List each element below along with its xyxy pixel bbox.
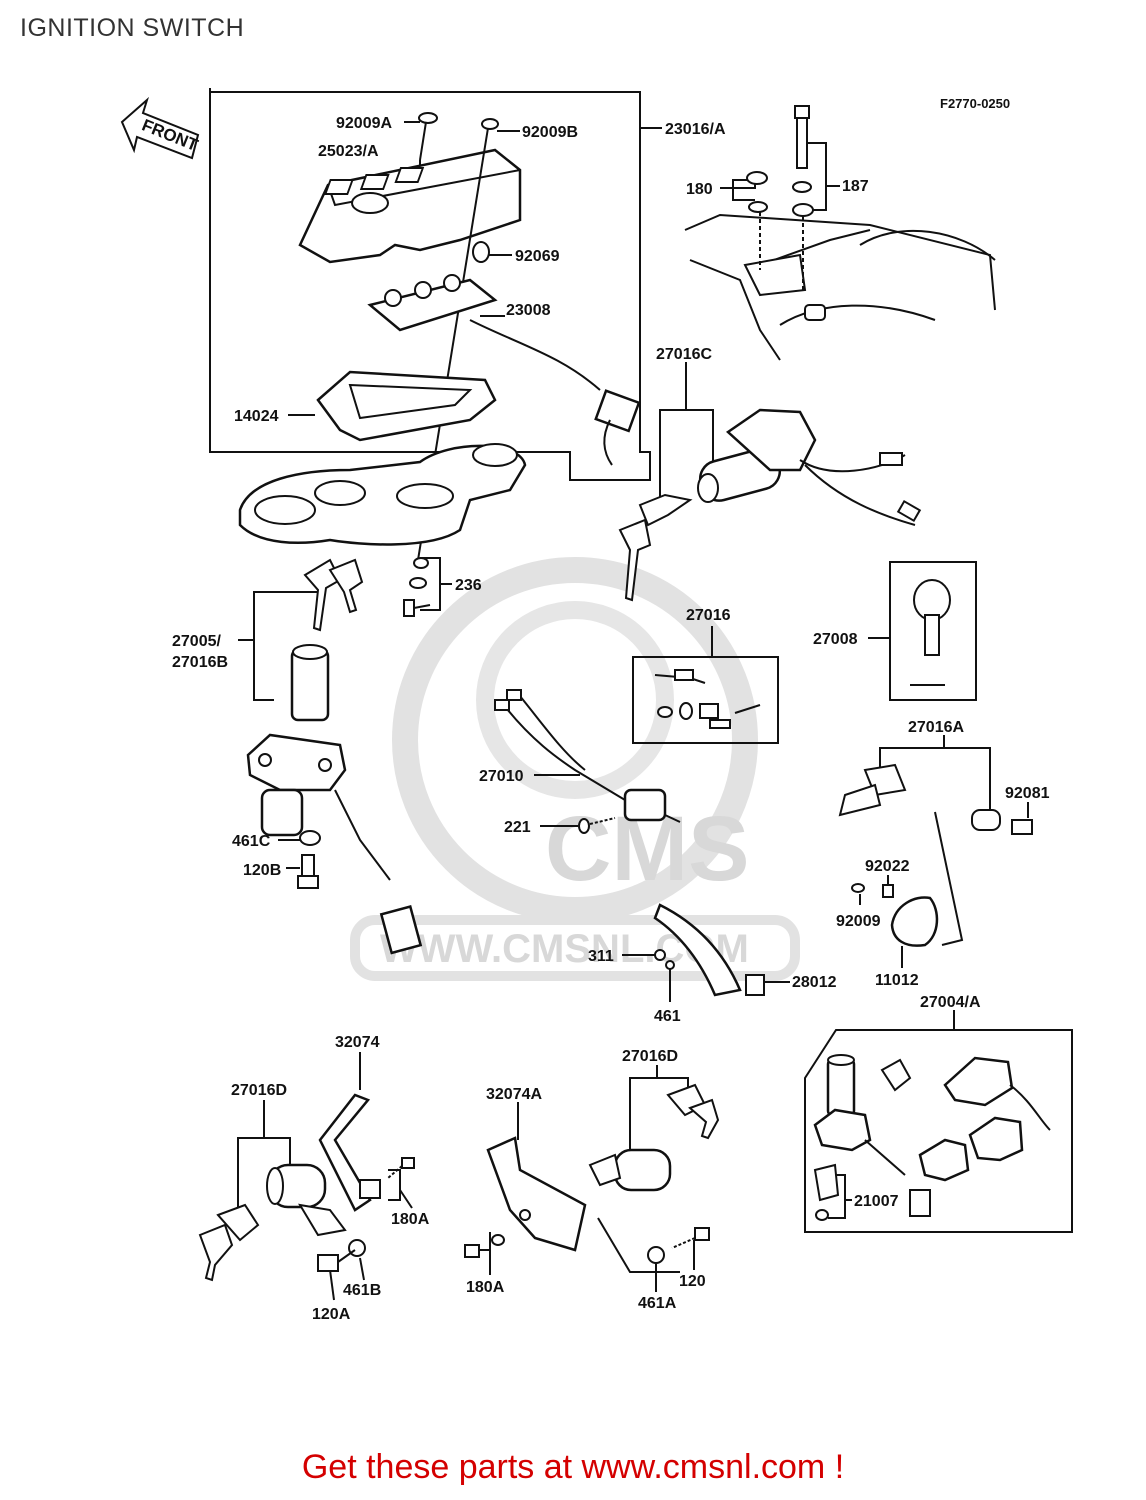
indicator-board-23008 [367,274,641,466]
screw-92009 [851,883,865,893]
cover-25023a [298,148,522,264]
callout-92009: 92009 [836,913,881,930]
washer-92022 [882,884,894,898]
callout-187: 187 [842,178,869,195]
ignition-switch-27005 [246,644,423,955]
keys-27005 [303,558,364,632]
callout-11012: 11012 [875,972,919,989]
screw-92009a [418,112,438,161]
callout-14024: 14024 [234,408,279,425]
bolt-180a-mid [464,1234,505,1258]
footer-promo-text: Get these parts at www.cmsnl.com ! [301,1448,845,1486]
keys-27016d-left [198,1203,260,1282]
callout-27016c: 27016C [656,346,712,363]
callout-236: 236 [455,577,482,594]
exploded-parts-drawing: CMS WWW.CMSNL.COM FRONT F2770-0250 [120,88,1073,1323]
callout-27004a: 27004/A [920,994,981,1011]
helmet-lock-mid [588,1148,672,1192]
callout-180: 180 [686,181,713,198]
bolt-180a-left [387,1157,415,1179]
callout-92081: 92081 [1005,785,1050,802]
callout-92009b: 92009B [522,124,578,141]
callout-27016: 27016 [686,607,731,624]
callout-461c: 461C [232,833,271,850]
washer-461 [665,960,675,970]
washer-461a [647,1246,665,1264]
callout-25023a: 25023/A [318,143,379,160]
page-title: IGNITION SWITCH [20,14,245,42]
key-27008 [910,579,951,686]
figure-code: F2770-0250 [940,96,1010,111]
callout-311: 311 [588,948,614,965]
callout-23008: 23008 [506,302,551,319]
lock-set-27004a [813,1054,1051,1221]
front-arrow: FRONT [120,96,201,160]
callout-32074a: 32074A [486,1086,542,1103]
cms-watermark: CMS WWW.CMSNL.COM [350,557,800,981]
helmet-lock-left [266,1163,347,1237]
screw-221 [578,817,616,834]
clip-28012 [745,974,765,996]
bolt-120a [317,1249,356,1272]
callout-180a-mid: 180A [466,1279,505,1296]
bolt-120b [297,854,319,889]
bolt-120 [671,1227,710,1249]
key-set-27016 [654,669,761,729]
spring-92081 [1011,819,1033,835]
bolt-187 [792,105,814,290]
keys-27016c [618,493,693,602]
callout-180a-left: 180A [391,1211,430,1228]
callout-461a: 461A [638,1295,677,1312]
callout-461b: 461B [343,1282,381,1299]
callout-461: 461 [654,1008,681,1025]
stay-plate [653,903,742,997]
upper-bracket [238,443,527,546]
callout-27010: 27010 [479,768,524,785]
keys-27016a [838,763,907,817]
bracket-32074a [486,1136,587,1252]
washer-311 [654,949,666,961]
washer-461c [299,830,321,846]
callout-32074: 32074 [335,1034,380,1051]
callout-92022: 92022 [865,858,910,875]
bulb-92069 [472,241,490,263]
callout-21007: 21007 [854,1193,899,1210]
case-14024 [316,370,497,442]
callout-27016a: 27016A [908,719,964,736]
bolt-180 [746,171,768,270]
keys-27016d-mid [666,1083,720,1140]
callout-120a: 120A [312,1306,351,1323]
switch-27010 [494,689,681,823]
seat-lock-27016c [697,408,922,526]
callout-28012: 28012 [792,974,837,991]
callout-27005: 27005/ [172,633,221,650]
callout-23016a: 23016/A [665,121,726,138]
screws-236 [403,557,431,617]
callout-27008: 27008 [813,631,858,648]
callout-27016d-mid: 27016D [622,1048,678,1065]
callout-120b: 120B [243,862,281,879]
plate-11012 [890,896,939,947]
callout-labels: 92009A 92009B 23016/A 25023/A 92069 2300… [172,115,1050,1323]
bracket-32074 [318,1093,381,1212]
callout-221: 221 [504,819,531,836]
callout-120: 120 [679,1273,706,1290]
callout-92069: 92069 [515,248,560,265]
part-illustrations [198,105,1051,1282]
callout-27016d-left: 27016D [231,1082,287,1099]
lock-cylinder [971,809,1001,831]
frame-section [684,213,996,361]
callout-92009a: 92009A [336,115,392,132]
callout-27016b: 27016B [172,654,228,671]
